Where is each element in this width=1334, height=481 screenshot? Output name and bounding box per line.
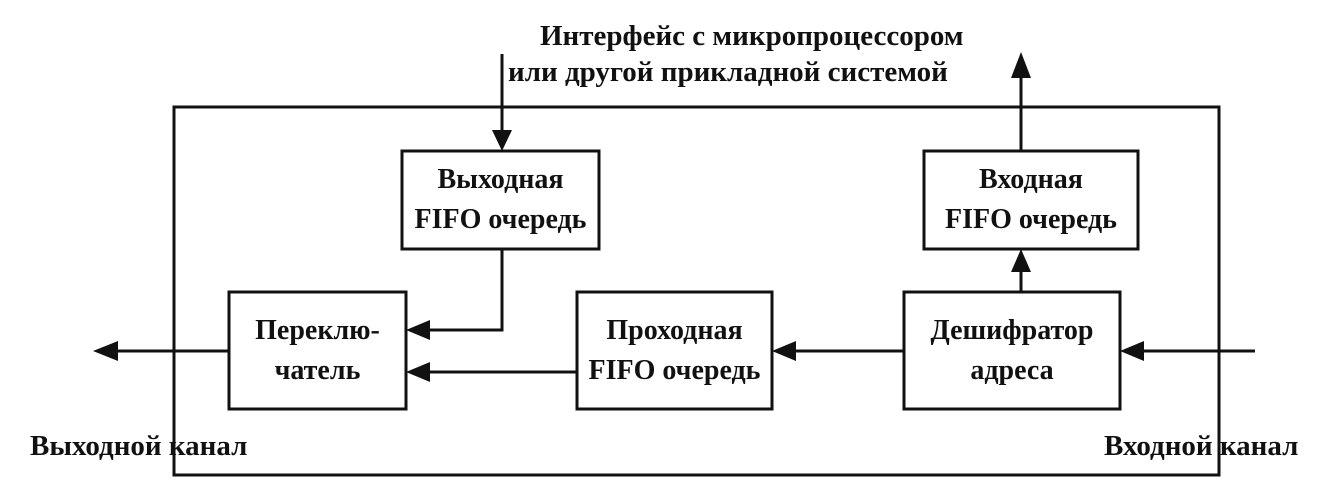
output-channel-label: Выходной канал xyxy=(30,430,248,462)
decoder-line2: адреса xyxy=(970,354,1054,386)
arrow-output-fifo-to-switch xyxy=(420,249,504,332)
arrowhead-decoder-to-input-fifo xyxy=(1011,249,1031,272)
pass-fifo-line1: Проходная xyxy=(606,314,743,346)
arrowhead-input-channel-to-decoder xyxy=(1120,341,1144,361)
pass-fifo-line2: FIFO очередь xyxy=(588,354,761,386)
arrowhead-input-fifo-to-interface xyxy=(1011,52,1031,78)
output-fifo-label: Выходная FIFO очередь xyxy=(402,151,599,249)
interface-label-line1: Интерфейс с микропроцессором xyxy=(540,20,964,52)
input-fifo-label: Входная FIFO очередь xyxy=(924,151,1138,249)
input-fifo-block xyxy=(922,149,1140,251)
arrowhead-interface-to-output-fifo xyxy=(492,130,512,151)
pass-fifo-label: Проходная FIFO очередь xyxy=(577,292,772,409)
arrowhead-output-fifo-to-switch xyxy=(406,320,430,340)
device-frame xyxy=(172,105,1221,477)
switch-line2: чатель xyxy=(274,354,361,386)
input-fifo-line2: FIFO очередь xyxy=(945,204,1117,235)
arrowhead-decoder-to-pass-fifo xyxy=(772,341,796,361)
pass-fifo-block xyxy=(575,290,774,411)
input-channel-label: Входной канал xyxy=(1104,430,1299,462)
decoder-label: Дешифратор адреса xyxy=(904,292,1120,409)
decoder-line1: Дешифратор xyxy=(930,314,1094,346)
switch-line1: Переклю- xyxy=(255,314,380,346)
switch-label: Переклю- чатель xyxy=(229,292,406,409)
output-fifo-line1: Выходная xyxy=(437,164,564,195)
output-fifo-line2: FIFO очередь xyxy=(414,204,587,235)
arrowhead-switch-to-output-channel xyxy=(93,341,118,361)
arrowhead-pass-fifo-to-switch xyxy=(406,362,430,382)
input-fifo-line1: Входная xyxy=(979,164,1083,195)
interface-label-line2: или другой прикладной системой xyxy=(508,56,948,88)
